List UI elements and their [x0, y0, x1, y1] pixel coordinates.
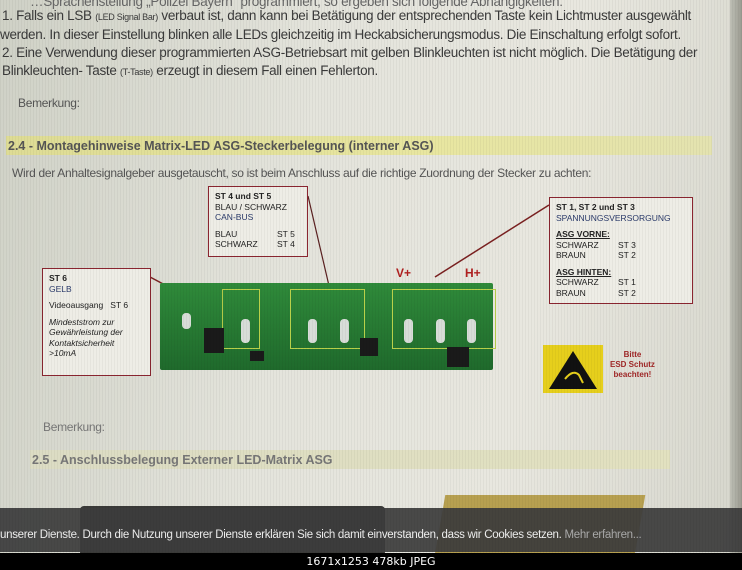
- callout-title: ST 6: [49, 273, 67, 283]
- callout-title: ST 1, ST 2 und ST 3: [556, 202, 635, 212]
- section-heading-2-5: 2.5 - Anschlussbelegung Externer LED-Mat…: [30, 450, 670, 469]
- cookie-text: unserer Dienste. Durch die Nutzung unser…: [0, 529, 562, 541]
- section-heading-2-4: 2.4 - Montagehinweise Matrix-LED ASG-Ste…: [6, 136, 712, 155]
- screen-edge: [730, 0, 742, 553]
- callout-st4-st5: ST 4 und ST 5 BLAU / SCHWARZ CAN-BUS BLA…: [208, 186, 308, 257]
- callout-text: GELB: [49, 283, 72, 294]
- image-caption: 1671x1253 478kb JPEG: [306, 555, 436, 568]
- callout-text: BLAU / SCHWARZ: [215, 201, 287, 212]
- text-line: …Sprachenstellung „Polizei Bayern" progr…: [30, 0, 563, 9]
- text-line: 2. Eine Verwendung dieser programmierten…: [2, 45, 698, 60]
- intro-text: Wird der Anhaltesignalgeber ausgetauscht…: [12, 166, 592, 180]
- h-plus-label: H+: [465, 266, 481, 280]
- pcb-image: [160, 283, 496, 370]
- esd-warning-icon: [543, 345, 603, 393]
- text-line: Blinkleuchten- Taste (T-Taste) erzeugt i…: [2, 63, 378, 78]
- photo: …Sprachenstellung „Polizei Bayern" progr…: [0, 0, 742, 553]
- callout-st1-st3: ST 1, ST 2 und ST 3 SPANNUNGSVERSORGUNG …: [549, 197, 693, 304]
- callout-title: ST 4 und ST 5: [215, 191, 272, 201]
- remark-label: Bemerkung:: [18, 96, 80, 110]
- cookie-more-link[interactable]: Mehr erfahren...: [561, 529, 642, 541]
- callout-subheading: ASG HINTEN:: [556, 266, 612, 277]
- callout-subheading: ASG VORNE:: [556, 229, 610, 239]
- callout-text: CAN-BUS: [215, 212, 254, 222]
- remark-label: Bemerkung:: [43, 420, 105, 434]
- callout-text: SPANNUNGSVERSORGUNG: [556, 212, 671, 223]
- callout-text: Videoausgang ST 6: [49, 300, 129, 310]
- cookie-banner[interactable]: unserer Dienste. Durch die Nutzung unser…: [0, 508, 742, 552]
- callout-st6: ST 6 GELB Videoausgang ST 6 Mindeststrom…: [42, 268, 151, 376]
- text-line: 1. Falls ein LSB (LED Signal Bar) verbau…: [2, 8, 692, 23]
- v-plus-label: V+: [396, 266, 412, 280]
- text-line: werden. In dieser Einstellung blinken al…: [0, 27, 681, 42]
